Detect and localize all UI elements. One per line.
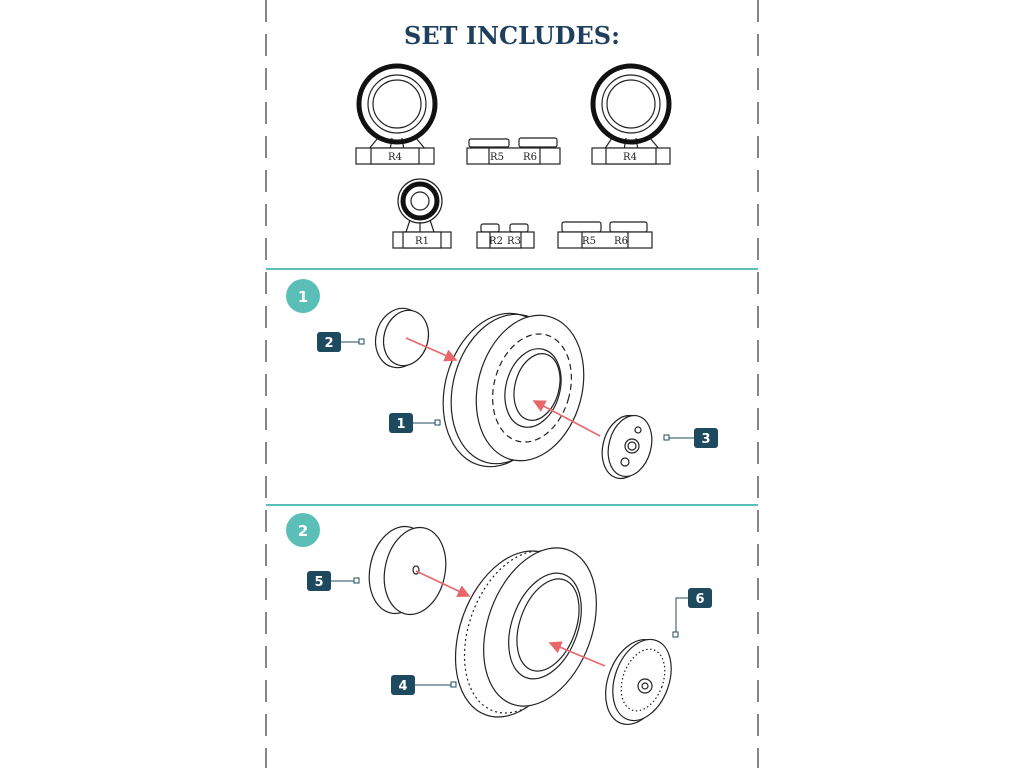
part-wheel-hub-6 — [605, 638, 672, 726]
assembly-arrow — [532, 400, 601, 437]
part-r2-r3: R2 R3 — [476, 223, 535, 249]
label-text: R6 — [523, 152, 537, 163]
part-label-5 — [307, 571, 331, 591]
part-hub-cap-2 — [374, 307, 430, 369]
label-text: R6 — [614, 236, 628, 247]
part-r4-left: R4 — [355, 63, 438, 165]
step-badge — [286, 513, 320, 547]
label-text: R5 — [490, 152, 504, 163]
label-text: 4 — [398, 679, 407, 694]
assembly-arrow — [548, 641, 606, 667]
label-text: R3 — [507, 236, 521, 247]
part-tire-4 — [454, 547, 597, 718]
label-text: 6 — [695, 592, 704, 607]
label-text: 3 — [701, 432, 710, 447]
assembly-arrow — [405, 337, 458, 362]
label-text: 1 — [298, 288, 308, 306]
label-text: 5 — [314, 575, 323, 590]
label-text: R5 — [582, 236, 596, 247]
part-wheel-1 — [442, 312, 585, 468]
part-label-6 — [688, 588, 712, 608]
label-text: 2 — [324, 336, 333, 351]
page-title: SET INCLUDES: — [404, 21, 620, 50]
label-text: R1 — [415, 236, 429, 247]
part-r4-right: R4 — [590, 63, 672, 165]
part-r5-r6-bottom: R5 R6 — [557, 221, 653, 249]
step-1: 1 2 1 3 — [286, 279, 718, 480]
part-r1: R1 — [392, 178, 452, 249]
part-hub-5 — [368, 525, 447, 616]
part-label-2 — [317, 332, 341, 352]
part-hub-3 — [601, 414, 653, 480]
label-text: R4 — [623, 152, 637, 163]
label-text: R2 — [489, 236, 503, 247]
step-2: 2 5 4 6 — [286, 513, 712, 726]
label-text: 2 — [298, 522, 308, 540]
part-label-1 — [389, 413, 413, 433]
assembly-arrow — [415, 570, 471, 598]
part-r5-r6-top: R5 R6 — [466, 137, 561, 165]
part-label-4 — [391, 675, 415, 695]
label-text: 1 — [396, 417, 405, 432]
step-badge — [286, 279, 320, 313]
label-text: R4 — [388, 152, 402, 163]
part-label-3 — [694, 428, 718, 448]
